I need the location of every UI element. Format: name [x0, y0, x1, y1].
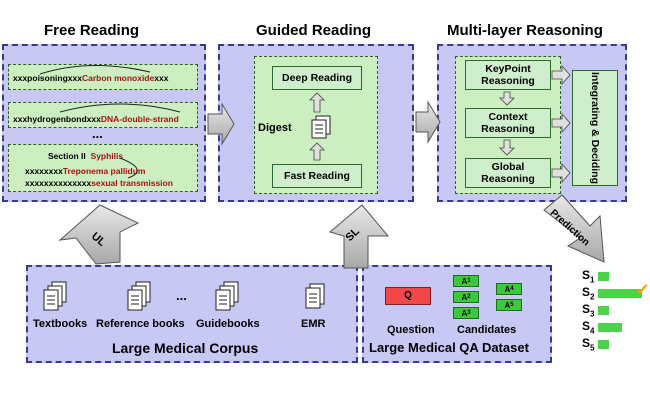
- snippet-2-arc: [59, 103, 181, 113]
- arrow-prediction: [543, 194, 605, 263]
- medical-qa-title: Large Medical QA Dataset: [369, 340, 529, 355]
- guidebooks-icon: [215, 281, 239, 311]
- snippet-2-text: xxxhydrogenbondxxxDNA-double-strand: [13, 114, 179, 124]
- textbooks-icon: [43, 281, 67, 311]
- score-label: S1: [582, 268, 595, 285]
- arrow-guided-to-multi: [415, 100, 441, 144]
- corpus-item-emr: EMR: [301, 318, 326, 330]
- free-reading-snippet-1: [8, 64, 198, 90]
- deep-reading-box: Deep Reading: [272, 66, 362, 90]
- score-bar: [598, 340, 609, 349]
- free-reading-snippet-2: [8, 102, 198, 128]
- snippet-1-arc: [39, 64, 151, 75]
- arrow-keypoint-to-context: [499, 91, 515, 106]
- context-reasoning-box: Context Reasoning: [465, 108, 551, 138]
- arrow-sl: [328, 204, 390, 269]
- reference-books-icon: [127, 281, 151, 311]
- arrow-free-to-guided: [207, 102, 235, 146]
- score-bar: [598, 289, 642, 298]
- free-reading-title: Free Reading: [44, 22, 140, 39]
- score-bar: [598, 306, 609, 315]
- score-bar: [598, 272, 609, 281]
- medical-corpus-title: Large Medical Corpus: [112, 340, 259, 356]
- checkmark-icon: ✔: [636, 282, 650, 299]
- arrow-context-to-integrate: [551, 112, 571, 134]
- medical-corpus-panel: [26, 265, 358, 363]
- integrating-deciding-box: Integrating & Deciding: [572, 70, 618, 186]
- arrow-keypoint-to-integrate: [551, 64, 571, 86]
- question-box: Q: [385, 287, 431, 305]
- score-label: S4: [582, 319, 595, 336]
- snippet-3-line3: xxxxxxxxxxxxxxsexual transmission: [25, 178, 173, 188]
- corpus-item-textbooks: Textbooks: [33, 318, 88, 330]
- corpus-ellipsis: ...: [176, 288, 187, 303]
- arrow-ul: [58, 204, 140, 265]
- arrow-digest-to-deep: [309, 92, 325, 113]
- snippet-3-arc: [119, 157, 138, 179]
- fast-reading-box: Fast Reading: [272, 164, 362, 188]
- snippet-ellipsis: ...: [92, 126, 103, 141]
- question-label: Question: [387, 324, 435, 336]
- corpus-item-reference-books: Reference books: [96, 318, 185, 330]
- score-label: S3: [582, 302, 595, 319]
- free-reading-snippet-3: [8, 144, 198, 192]
- digest-label: Digest: [258, 122, 292, 134]
- arrow-context-to-global: [499, 139, 515, 156]
- arrow-global-to-integrate: [551, 162, 571, 184]
- candidates-label: Candidates: [457, 324, 517, 336]
- emr-icon: [305, 283, 325, 309]
- snippet-3-section: Section II Syphilis: [48, 151, 124, 161]
- global-reasoning-box: Global Reasoning: [465, 158, 551, 188]
- score-label: S2: [582, 285, 595, 302]
- guided-reading-title: Guided Reading: [256, 22, 372, 39]
- multi-layer-title: Multi-layer Reasoning: [447, 22, 603, 39]
- corpus-item-guidebooks: Guidebooks: [196, 318, 260, 330]
- score-label: S5: [582, 336, 595, 353]
- score-bar: [598, 323, 623, 332]
- keypoint-reasoning-box: KeyPoint Reasoning: [465, 60, 551, 90]
- arrow-fast-to-digest: [309, 142, 325, 161]
- digest-document-icon: [311, 115, 331, 139]
- snippet-3-line2: xxxxxxxxTreponema pallidum: [25, 166, 146, 176]
- snippet-1-text: xxxpoisoningxxxCarbon monoxidexxx: [13, 73, 169, 83]
